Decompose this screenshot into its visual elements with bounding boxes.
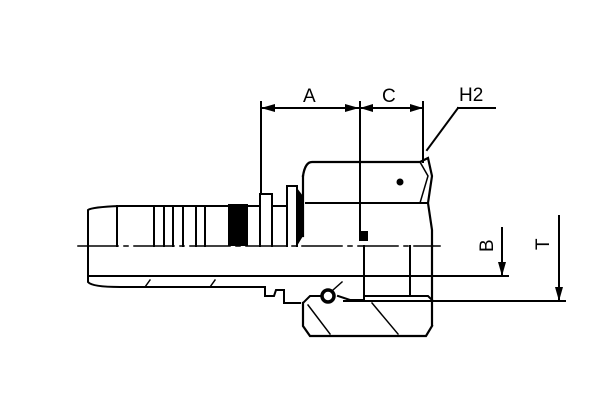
dimension-b-label: B: [477, 239, 498, 252]
dimension-a: A: [260, 86, 360, 193]
dimension-t-label: T: [533, 238, 554, 250]
dimension-c-label: C: [382, 86, 396, 107]
dimension-b: B: [431, 227, 509, 277]
hose-stem: [87, 185, 441, 304]
dimension-h2-label: H2: [459, 85, 483, 106]
dimension-a-label: A: [303, 86, 316, 107]
hex-nut: [301, 156, 434, 338]
dimension-h2: H2: [425, 85, 496, 152]
dimension-t: T: [343, 215, 566, 302]
